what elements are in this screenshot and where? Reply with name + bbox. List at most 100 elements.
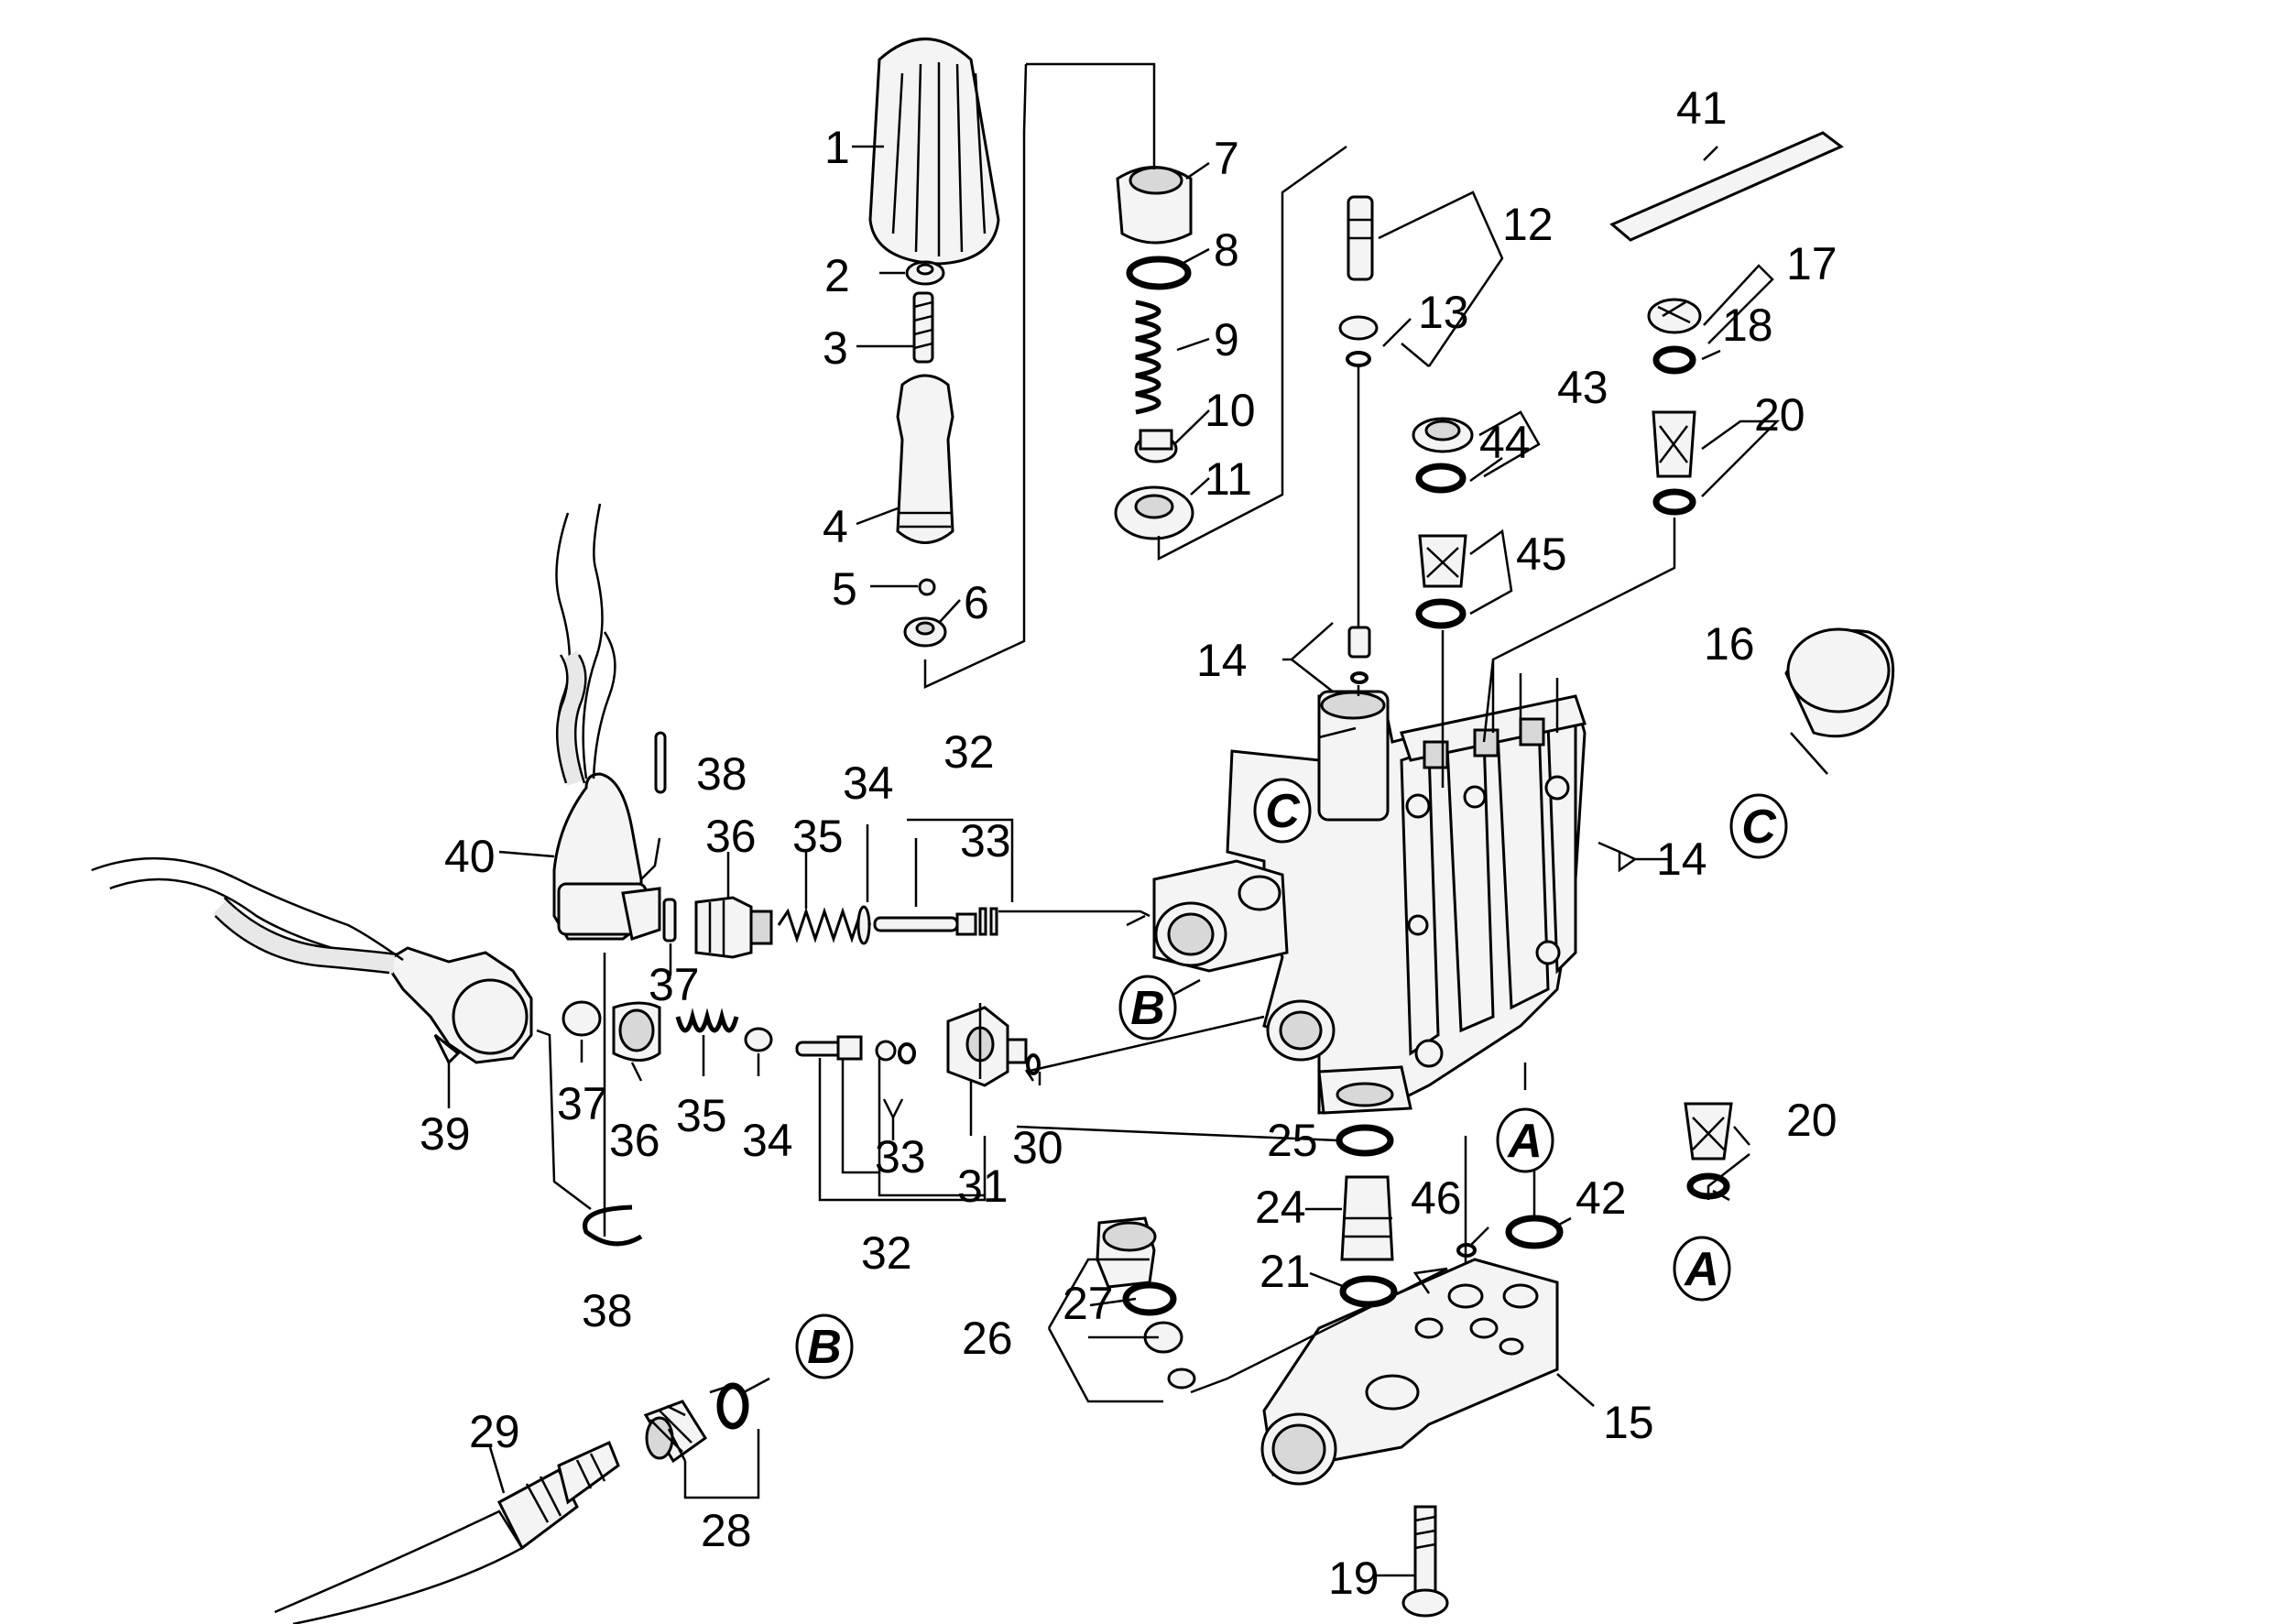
label-33-upper: 33 xyxy=(960,815,1011,866)
label-41: 41 xyxy=(1676,82,1728,134)
part-21-o-ring[interactable] xyxy=(1339,1275,1398,1308)
label-43: 43 xyxy=(1557,362,1608,413)
part-8-o-ring[interactable] xyxy=(1126,256,1192,290)
part-27-o-ring[interactable] xyxy=(1122,1281,1177,1316)
part-34-washer-upper[interactable] xyxy=(856,905,871,945)
part-7-plug[interactable] xyxy=(1116,166,1193,245)
part-12-valve-stem[interactable] xyxy=(1347,195,1374,281)
part-31-nut[interactable] xyxy=(946,1006,1028,1087)
part-38-clip-lower[interactable] xyxy=(583,1204,643,1247)
part-19-bolt[interactable] xyxy=(1401,1505,1449,1618)
part-43-plug[interactable] xyxy=(1412,417,1474,453)
part-26-valve[interactable] xyxy=(1143,1321,1196,1390)
part-37-pin-upper[interactable] xyxy=(662,898,677,943)
label-28: 28 xyxy=(701,1505,752,1556)
label-20-upper: 20 xyxy=(1754,389,1805,441)
label-27: 27 xyxy=(1063,1278,1114,1329)
part-18-o-ring[interactable] xyxy=(1652,345,1696,375)
ref-a-lower-text: A xyxy=(1683,1243,1719,1296)
label-37-upper: 37 xyxy=(649,959,700,1010)
part-20-valve-lower[interactable] xyxy=(1684,1102,1733,1200)
label-10: 10 xyxy=(1205,385,1256,436)
ref-marker-c-right: C xyxy=(1729,793,1788,859)
part-33-rings-upper[interactable] xyxy=(978,907,998,936)
part-41-plate[interactable] xyxy=(1609,131,1844,242)
ref-b-lower-text: B xyxy=(807,1321,842,1374)
part-40-hose xyxy=(558,650,585,786)
pump-head-body[interactable] xyxy=(1152,690,1587,1115)
ref-b-upper-text: B xyxy=(1130,982,1165,1035)
part-28-o-ring[interactable] xyxy=(716,1382,749,1430)
label-7: 7 xyxy=(1214,133,1239,184)
part-labels: 1 2 3 4 5 6 7 8 9 10 11 12 13 14 14 15 1… xyxy=(420,82,1837,1604)
part-39-wires xyxy=(91,856,404,964)
label-34-upper: 34 xyxy=(843,758,894,809)
part-16-cap[interactable] xyxy=(1784,627,1895,738)
part-1-cap[interactable] xyxy=(868,38,1000,266)
part-2-nut[interactable] xyxy=(905,260,945,286)
part-37-washer-lower[interactable] xyxy=(562,1000,602,1037)
label-16: 16 xyxy=(1704,618,1755,670)
label-14-right: 14 xyxy=(1656,834,1707,885)
part-10-piston[interactable] xyxy=(1134,429,1178,463)
label-21: 21 xyxy=(1260,1246,1311,1297)
part-4-cartridge[interactable] xyxy=(896,374,954,544)
label-36-lower: 36 xyxy=(609,1115,660,1166)
label-15: 15 xyxy=(1603,1397,1654,1448)
label-25: 25 xyxy=(1267,1115,1318,1166)
part-39-sensor[interactable] xyxy=(382,946,533,1065)
part-9-spring[interactable] xyxy=(1135,300,1161,415)
label-37-lower: 37 xyxy=(557,1078,608,1129)
part-40-pressure-switch[interactable] xyxy=(552,772,661,941)
label-1: 1 xyxy=(824,122,850,173)
part-33-rings-lower[interactable] xyxy=(875,1040,916,1064)
label-14-upper: 14 xyxy=(1196,635,1248,686)
label-32-lower: 32 xyxy=(861,1227,912,1279)
part-36-fitting-upper[interactable] xyxy=(694,896,773,959)
part-35-spring-upper[interactable] xyxy=(777,907,872,943)
part-17-plug[interactable] xyxy=(1647,298,1702,334)
part-26-plug[interactable] xyxy=(1096,1216,1157,1289)
ref-a-upper-text: A xyxy=(1506,1115,1543,1168)
part-29-hose[interactable] xyxy=(274,1440,620,1624)
part-39-cable xyxy=(213,899,396,974)
label-46: 46 xyxy=(1411,1172,1462,1224)
part-14-pin[interactable] xyxy=(1347,626,1371,684)
label-9: 9 xyxy=(1214,314,1239,365)
part-11-nut[interactable] xyxy=(1114,485,1194,540)
part-3-stud[interactable] xyxy=(912,291,934,364)
part-6-seat[interactable] xyxy=(903,616,947,648)
part-35-spring-lower[interactable] xyxy=(675,1008,739,1033)
ref-c-right-text: C xyxy=(1741,801,1777,854)
label-11: 11 xyxy=(1205,453,1252,505)
part-5-ball[interactable] xyxy=(918,578,936,596)
part-13-washer[interactable] xyxy=(1338,315,1379,367)
part-28-filter[interactable] xyxy=(643,1400,708,1464)
part-44-o-ring[interactable] xyxy=(1415,463,1467,494)
part-45-valve[interactable] xyxy=(1415,534,1467,629)
label-17: 17 xyxy=(1786,238,1837,289)
part-32-rod-upper[interactable] xyxy=(873,912,977,936)
label-20-lower: 20 xyxy=(1786,1095,1837,1146)
part-39-cable-outline xyxy=(214,897,399,975)
part-30-o-ring[interactable] xyxy=(1026,1053,1041,1075)
part-38-pin-upper[interactable] xyxy=(654,731,667,794)
label-30: 30 xyxy=(1012,1122,1063,1173)
part-40-hose-outline xyxy=(556,654,587,784)
label-35-lower: 35 xyxy=(676,1090,727,1141)
label-36-upper: 36 xyxy=(705,811,757,862)
label-13: 13 xyxy=(1418,287,1469,338)
label-8: 8 xyxy=(1214,224,1239,276)
label-39: 39 xyxy=(420,1108,471,1160)
part-20-valve[interactable] xyxy=(1652,410,1696,516)
part-32-rod-lower[interactable] xyxy=(795,1035,863,1061)
part-25-o-ring[interactable] xyxy=(1336,1124,1394,1157)
part-34-washer-lower[interactable] xyxy=(744,1027,773,1052)
label-38-upper: 38 xyxy=(696,748,747,800)
part-15-manifold[interactable] xyxy=(1260,1258,1559,1486)
label-32-upper: 32 xyxy=(943,726,995,778)
part-24-valve[interactable] xyxy=(1340,1175,1394,1261)
part-42-o-ring[interactable] xyxy=(1505,1215,1564,1249)
part-36-fitting-lower[interactable] xyxy=(612,1001,661,1062)
